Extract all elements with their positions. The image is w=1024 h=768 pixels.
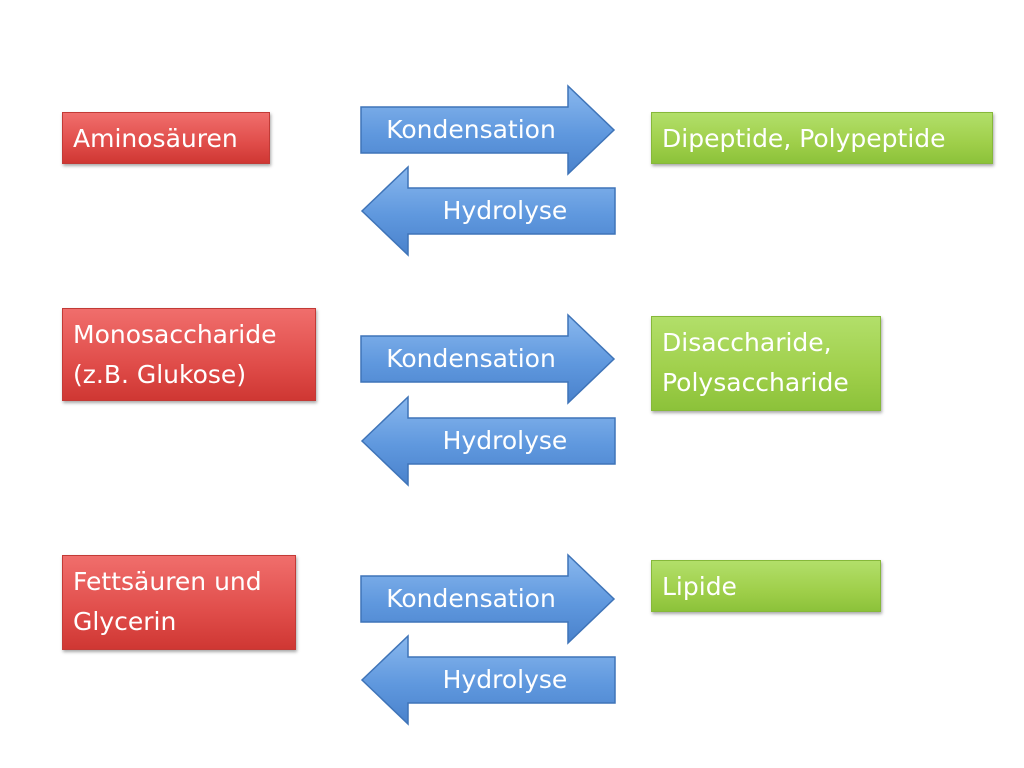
condensation-arrow: Kondensation [360, 313, 616, 405]
source-label-line-2: (z.B. Glukose) [73, 360, 247, 389]
left-arrow-icon [360, 395, 616, 487]
source-label-line-1: Monosaccharide [73, 320, 277, 349]
hydrolysis-arrow: Hydrolyse [360, 395, 616, 487]
source-box-monosaccharides: Monosaccharide (z.B. Glukose) [62, 308, 316, 401]
product-label-line-1: Disaccharide, [662, 328, 832, 357]
left-arrow-icon [360, 634, 616, 726]
condensation-arrow: Kondensation [360, 84, 616, 176]
product-label: Dipeptide, Polypeptide [662, 124, 946, 153]
left-arrow-icon [360, 165, 616, 257]
product-label: Lipide [662, 572, 737, 601]
product-box-polysaccharides: Disaccharide, Polysaccharide [651, 316, 881, 411]
hydrolysis-label: Hydrolyse [442, 196, 568, 225]
condensation-label: Kondensation [386, 584, 556, 613]
hydrolysis-label: Hydrolyse [442, 665, 568, 694]
condensation-arrow: Kondensation [360, 553, 616, 645]
right-arrow-icon [360, 84, 616, 176]
condensation-label: Kondensation [386, 115, 556, 144]
product-box-lipids: Lipide [651, 560, 881, 612]
source-box-fatty-acids: Fettsäuren und Glycerin [62, 555, 296, 650]
condensation-label: Kondensation [386, 344, 556, 373]
hydrolysis-label: Hydrolyse [442, 426, 568, 455]
source-label-line-1: Fettsäuren und [73, 567, 262, 596]
product-label-line-2: Polysaccharide [662, 368, 849, 397]
hydrolysis-arrow: Hydrolyse [360, 634, 616, 726]
source-label-line-2: Glycerin [73, 607, 177, 636]
right-arrow-icon [360, 553, 616, 645]
source-label: Aminosäuren [73, 124, 238, 153]
right-arrow-icon [360, 313, 616, 405]
source-box-amino-acids: Aminosäuren [62, 112, 270, 164]
hydrolysis-arrow: Hydrolyse [360, 165, 616, 257]
product-box-peptides: Dipeptide, Polypeptide [651, 112, 993, 164]
